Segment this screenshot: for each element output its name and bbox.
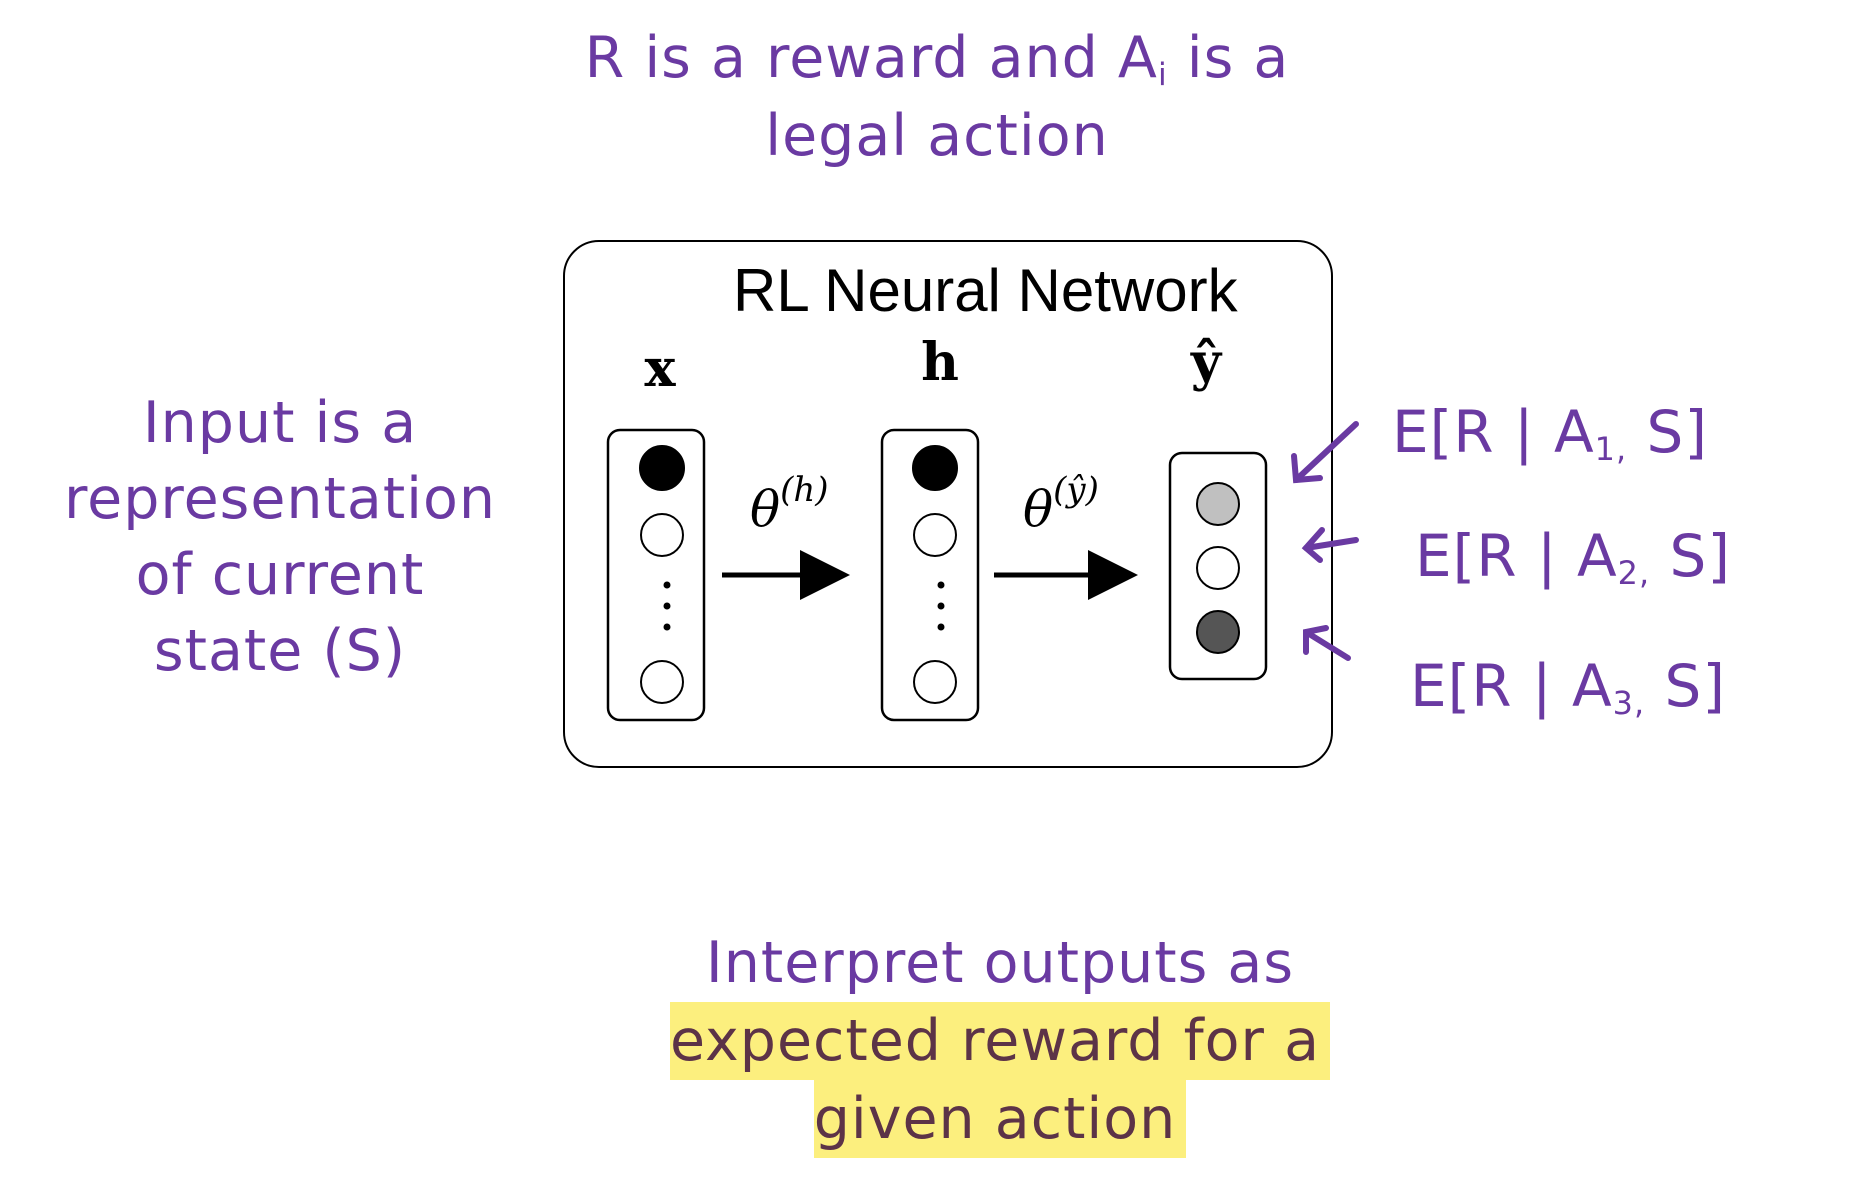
- expected-reward-text-end: S]: [1627, 398, 1708, 466]
- expected-reward-text-end: S]: [1645, 652, 1726, 720]
- input-node-filled: [639, 445, 685, 491]
- output-interpretation-annotation: Interpret outputs as expected reward for…: [560, 935, 1440, 1169]
- expected-reward-action-3: E[R | A3, S]: [1410, 652, 1726, 720]
- expected-reward-text: E[R | A: [1415, 522, 1618, 590]
- hidden-layer-label: h: [921, 332, 959, 393]
- ellipsis-dot: [937, 623, 945, 631]
- hidden-layer-box: [880, 428, 980, 722]
- highlighted-text-1: expected reward for a: [669, 1002, 1331, 1080]
- expected-reward-text-end: S]: [1650, 522, 1731, 590]
- hidden-node-filled: [912, 445, 958, 491]
- top-annotation-line-2: legal action: [765, 103, 1109, 169]
- input-annotation-line-3: of current: [135, 542, 425, 608]
- expected-reward-text: E[R | A: [1410, 652, 1613, 720]
- output-node-2: [1196, 546, 1240, 590]
- theta-superscript: (h): [780, 470, 829, 510]
- input-node: [640, 660, 684, 704]
- top-annotation-text-end: is a: [1167, 25, 1290, 91]
- expected-reward-action-1: E[R | A1, S]: [1392, 398, 1708, 466]
- theta-symbol: θ: [750, 480, 781, 539]
- bottom-annotation-line-1: Interpret outputs as: [705, 930, 1295, 996]
- top-annotation: R is a reward and Ai is a legal action: [437, 30, 1437, 186]
- expected-reward-action-2: E[R | A2, S]: [1415, 522, 1731, 590]
- arrow-head: [1301, 527, 1325, 563]
- hidden-node: [913, 513, 957, 557]
- ellipsis-dot: [663, 581, 671, 589]
- input-annotation: Input is a representation of current sta…: [40, 395, 520, 699]
- highlighted-text-2: given action: [813, 1080, 1187, 1158]
- output-node-3: [1196, 610, 1240, 654]
- input-annotation-line-2: representation: [63, 466, 497, 532]
- action-subscript: 1,: [1594, 429, 1628, 468]
- network-box: [563, 240, 1333, 768]
- hidden-node: [913, 660, 957, 704]
- top-annotation-text: R is a reward and A: [584, 25, 1158, 91]
- ellipsis-dot: [937, 581, 945, 589]
- action-subscript: 2,: [1617, 553, 1651, 592]
- arrow-head: [1303, 625, 1329, 655]
- ellipsis-dot: [663, 623, 671, 631]
- theta-superscript: (ŷ): [1053, 470, 1099, 510]
- input-annotation-line-4: state (S): [153, 618, 407, 684]
- action-index-subscript: i: [1157, 56, 1168, 93]
- arrow-to-output-1: [1293, 421, 1359, 483]
- bottom-annotation-line-2: expected reward for a: [560, 1002, 1440, 1091]
- ellipsis-dot: [663, 602, 671, 610]
- output-layer-label: ŷ: [1190, 332, 1222, 393]
- output-node-1: [1196, 482, 1240, 526]
- hidden-weights-label: θ(h): [750, 470, 829, 539]
- arrow-to-output-3: [1303, 629, 1351, 661]
- input-layer-label: x: [644, 338, 676, 399]
- output-weights-label: θ(ŷ): [1023, 470, 1099, 539]
- ellipsis-dot: [937, 602, 945, 610]
- input-node: [640, 513, 684, 557]
- action-subscript: 3,: [1612, 683, 1646, 722]
- theta-symbol: θ: [1023, 480, 1054, 539]
- output-pointer-arrows: [1291, 421, 1359, 661]
- top-annotation-line-1: R is a reward and Ai is a: [437, 30, 1437, 108]
- arrow-head: [1291, 453, 1323, 484]
- expected-reward-text: E[R | A: [1392, 398, 1595, 466]
- bottom-annotation-line-3: given action: [560, 1080, 1440, 1169]
- arrow-to-output-2: [1303, 537, 1359, 551]
- input-layer-box: [606, 428, 706, 722]
- input-annotation-line-1: Input is a: [142, 390, 418, 456]
- network-title: RL Neural Network: [733, 257, 1238, 324]
